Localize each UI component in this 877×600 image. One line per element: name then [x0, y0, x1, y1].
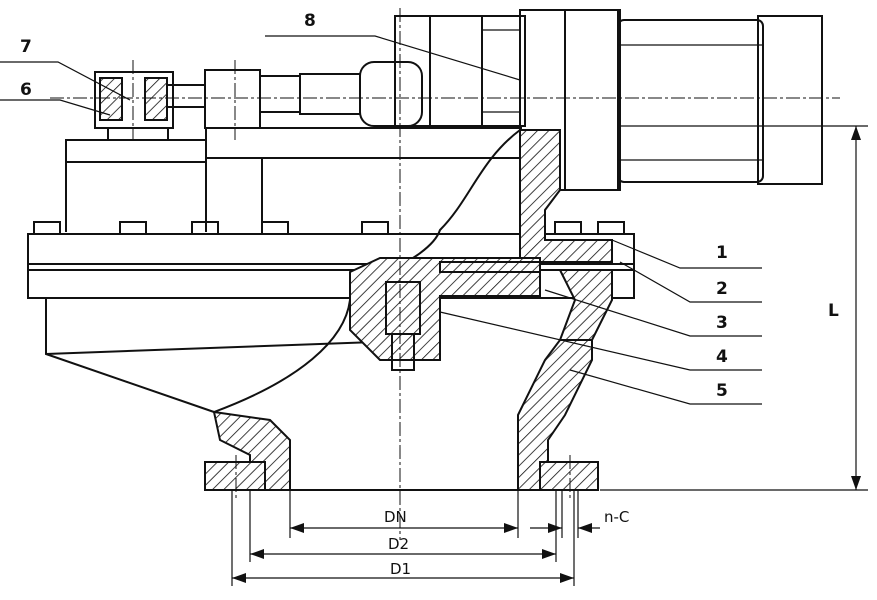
- part-label-4: 4: [716, 347, 728, 367]
- part-label-7: 7: [20, 37, 32, 57]
- top-cover: [65, 127, 522, 232]
- piston-rod: [94, 61, 423, 141]
- part-label-6: 6: [20, 80, 32, 100]
- dimension-label-l: L: [828, 301, 839, 321]
- dimension-label-d1: D1: [390, 560, 411, 578]
- part-label-2: 2: [716, 279, 728, 299]
- center-lines: [50, 8, 840, 540]
- dimension-label-dn: DN: [384, 508, 407, 526]
- part-label-1: 1: [716, 243, 728, 263]
- valve-body: [45, 298, 599, 491]
- part-label-5: 5: [716, 381, 728, 401]
- dimension-label-d2: D2: [388, 535, 409, 553]
- dimension-height: L: [600, 125, 868, 491]
- part-label-8: 8: [304, 11, 316, 31]
- dimension-bottom: DN D2 D1 n-C: [231, 490, 629, 586]
- dimension-label-holes: n-C: [604, 508, 629, 526]
- part-callouts: 7 6 8 1 2 3 4 5: [0, 11, 762, 405]
- part-label-3: 3: [716, 313, 728, 333]
- actuator-cylinder: [394, 9, 823, 191]
- disc-assembly: [349, 129, 613, 371]
